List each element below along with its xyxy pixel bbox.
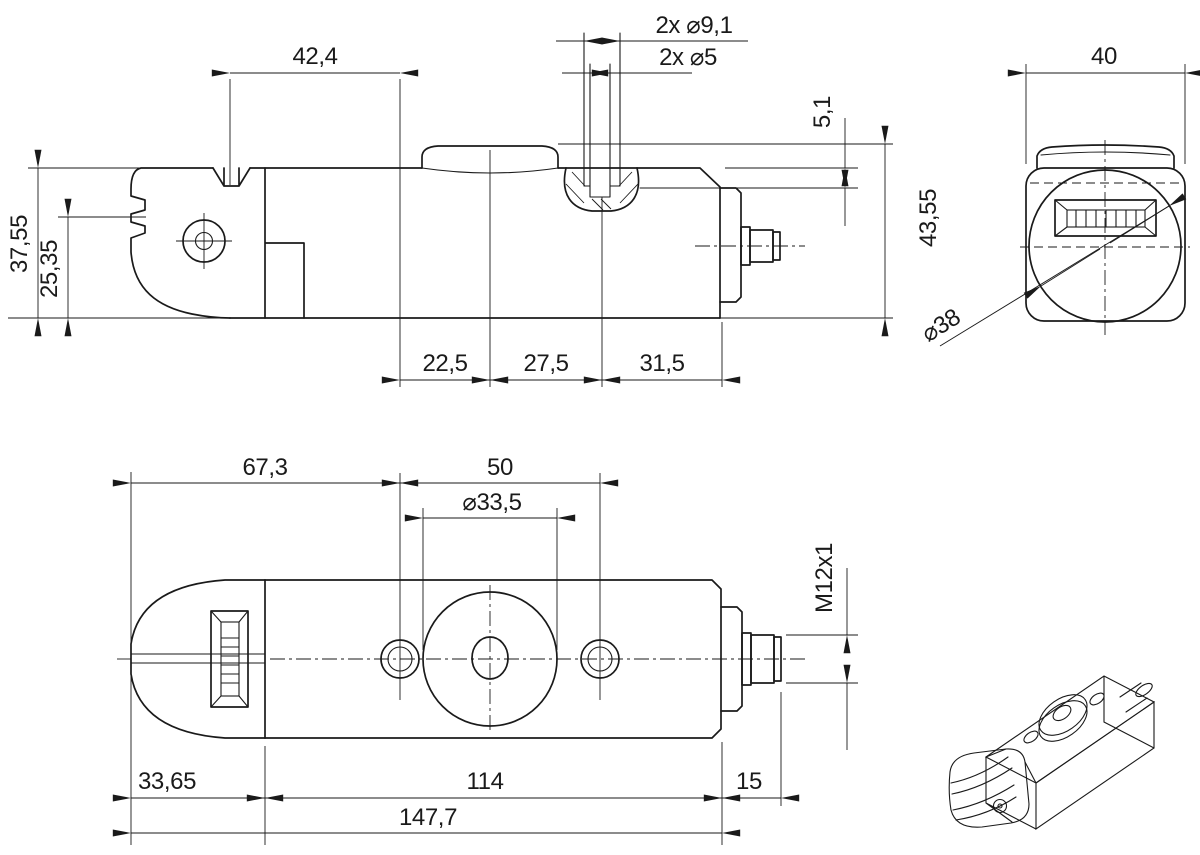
dim-40: 40: [1091, 43, 1117, 70]
dim-67-3: 67,3: [242, 454, 287, 481]
dim-37-55: 37,55: [6, 215, 33, 273]
dim-27-5: 27,5: [523, 350, 568, 377]
isometric-view: [948, 675, 1156, 831]
front-hidden-lines: [1020, 182, 1190, 248]
dim-33-65: 33,65: [138, 768, 196, 795]
cover-dome: [421, 145, 559, 169]
bottom-view: [117, 473, 805, 739]
window-segments-bottom: [220, 637, 240, 684]
dim-dia-33-5: ⌀33,5: [462, 489, 521, 516]
window-segments: [1075, 209, 1137, 228]
front-view: [1020, 140, 1190, 335]
sensor-window-bottom: [210, 610, 249, 708]
head-outline: [130, 167, 305, 319]
head-screw: [176, 213, 232, 269]
dim-43-55: 43,55: [915, 189, 942, 247]
dim-2x-dia-5: 2x ⌀5: [659, 44, 717, 71]
iso-oval-hole: [1052, 704, 1072, 722]
dim-42-4: 42,4: [292, 43, 337, 70]
dim-2x-dia-9-1: 2x ⌀9,1: [655, 12, 732, 39]
iso-top-features: [1023, 692, 1105, 744]
bottom-view-dimensions: 67,3 50 ⌀33,5 M12x1 33,65 114 15 147,7: [112, 454, 858, 845]
iso-head-screw: [992, 798, 1008, 814]
dim-114: 114: [466, 768, 503, 795]
dim-m12x1: M12x1: [811, 543, 838, 613]
iso-connector: [1119, 682, 1153, 713]
dim-15: 15: [736, 768, 762, 795]
iso-hole-left: [1023, 730, 1039, 744]
dim-25-35: 25,35: [36, 240, 63, 298]
dim-50: 50: [487, 454, 513, 481]
dim-31-5: 31,5: [639, 350, 684, 377]
dim-5-1: 5,1: [809, 96, 836, 128]
actuator-slot-lines: [130, 653, 266, 664]
cable-entry-boss: [563, 32, 640, 212]
side-view-dimensions: 42,4 2x ⌀9,1 2x ⌀5 5,1 43,55 37,55 25,35…: [6, 12, 942, 384]
iso-hole-right: [1089, 692, 1105, 706]
front-window: [1054, 199, 1157, 237]
hatching: [565, 171, 639, 211]
iso-head: [948, 748, 1037, 828]
dim-22-5: 22,5: [422, 350, 467, 377]
dim-147-7: 147,7: [399, 804, 457, 831]
front-body: [1025, 167, 1186, 322]
